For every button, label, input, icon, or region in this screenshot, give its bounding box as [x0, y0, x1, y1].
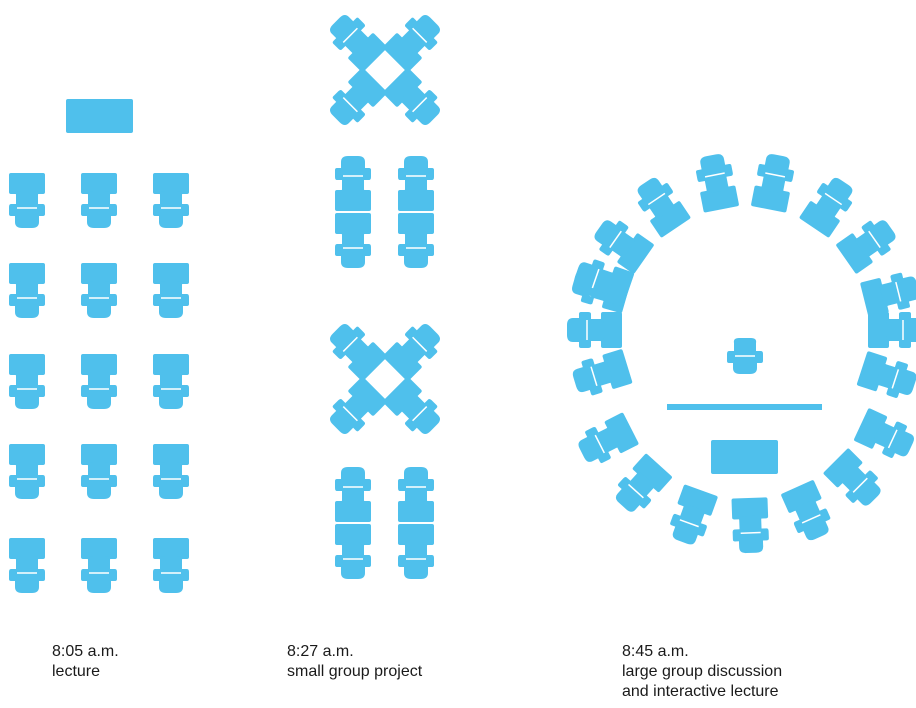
seat-icon — [381, 375, 448, 442]
seat-icon — [566, 311, 623, 349]
lecture-description: lecture — [52, 663, 101, 680]
seat-icon — [822, 447, 888, 513]
instructor-table-icon — [66, 99, 133, 133]
seat-icon — [8, 353, 46, 410]
seat-icon — [798, 171, 861, 239]
large-group-description-line-2: and interactive lecture — [622, 683, 779, 700]
instructor-table-icon — [711, 440, 778, 474]
lecture-time: 8:05 a.m. — [52, 643, 119, 660]
seat-icon — [80, 537, 118, 594]
seat-icon — [152, 353, 190, 410]
seat-icon — [664, 483, 719, 549]
large-group-description-line-1: large group discussion — [622, 663, 783, 680]
divider-line — [667, 404, 822, 410]
seat-icon — [152, 537, 190, 594]
large-group-time: 8:45 a.m. — [622, 643, 689, 660]
seat-icon — [8, 262, 46, 319]
seat-icon — [381, 316, 448, 383]
seat-icon — [381, 66, 448, 133]
seat-icon — [334, 212, 372, 269]
seat-icon — [397, 155, 435, 212]
seat-icon — [334, 523, 372, 580]
seat-icon — [381, 7, 448, 74]
seat-icon — [80, 262, 118, 319]
seat-icon — [8, 537, 46, 594]
seat-icon — [779, 478, 837, 546]
large-group-layout — [566, 151, 916, 555]
small-group-layout — [322, 7, 448, 580]
seat-icon — [80, 353, 118, 410]
small-group-time: 8:27 a.m. — [287, 643, 354, 660]
lecture-layout — [8, 99, 190, 594]
seat-icon — [8, 443, 46, 500]
seat-icon — [750, 151, 798, 214]
seat-icon — [692, 151, 740, 214]
small-group-caption: 8:27 a.m. small group project — [287, 642, 422, 682]
seat-icon — [152, 172, 190, 229]
seat-icon — [568, 348, 634, 401]
seat-icon — [859, 268, 916, 319]
seat-icon — [152, 262, 190, 319]
seat-icon — [322, 66, 389, 133]
seat-icon — [80, 172, 118, 229]
seat-icon — [334, 155, 372, 212]
seat-icon — [608, 452, 674, 519]
large-group-caption: 8:45 a.m. large group discussion and int… — [622, 642, 782, 702]
seat-icon — [322, 375, 389, 442]
seat-icon — [852, 407, 916, 465]
seat-icon — [573, 411, 640, 470]
seat-icon — [8, 172, 46, 229]
seat-icon — [152, 443, 190, 500]
seat-icon — [334, 466, 372, 523]
seat-icon — [397, 523, 435, 580]
lecture-caption: 8:05 a.m. lecture — [52, 642, 119, 682]
seat-icon — [322, 7, 389, 74]
small-group-description: small group project — [287, 663, 423, 680]
seat-icon — [855, 350, 916, 403]
seat-icon — [730, 496, 771, 555]
seat-icon — [834, 212, 902, 275]
seat-icon — [322, 316, 389, 383]
seat-icon — [629, 171, 692, 239]
seat-icon — [867, 311, 916, 349]
seat-icon — [397, 466, 435, 523]
instructor-chair-icon — [726, 337, 764, 375]
seat-icon — [80, 443, 118, 500]
seat-icon — [397, 212, 435, 269]
